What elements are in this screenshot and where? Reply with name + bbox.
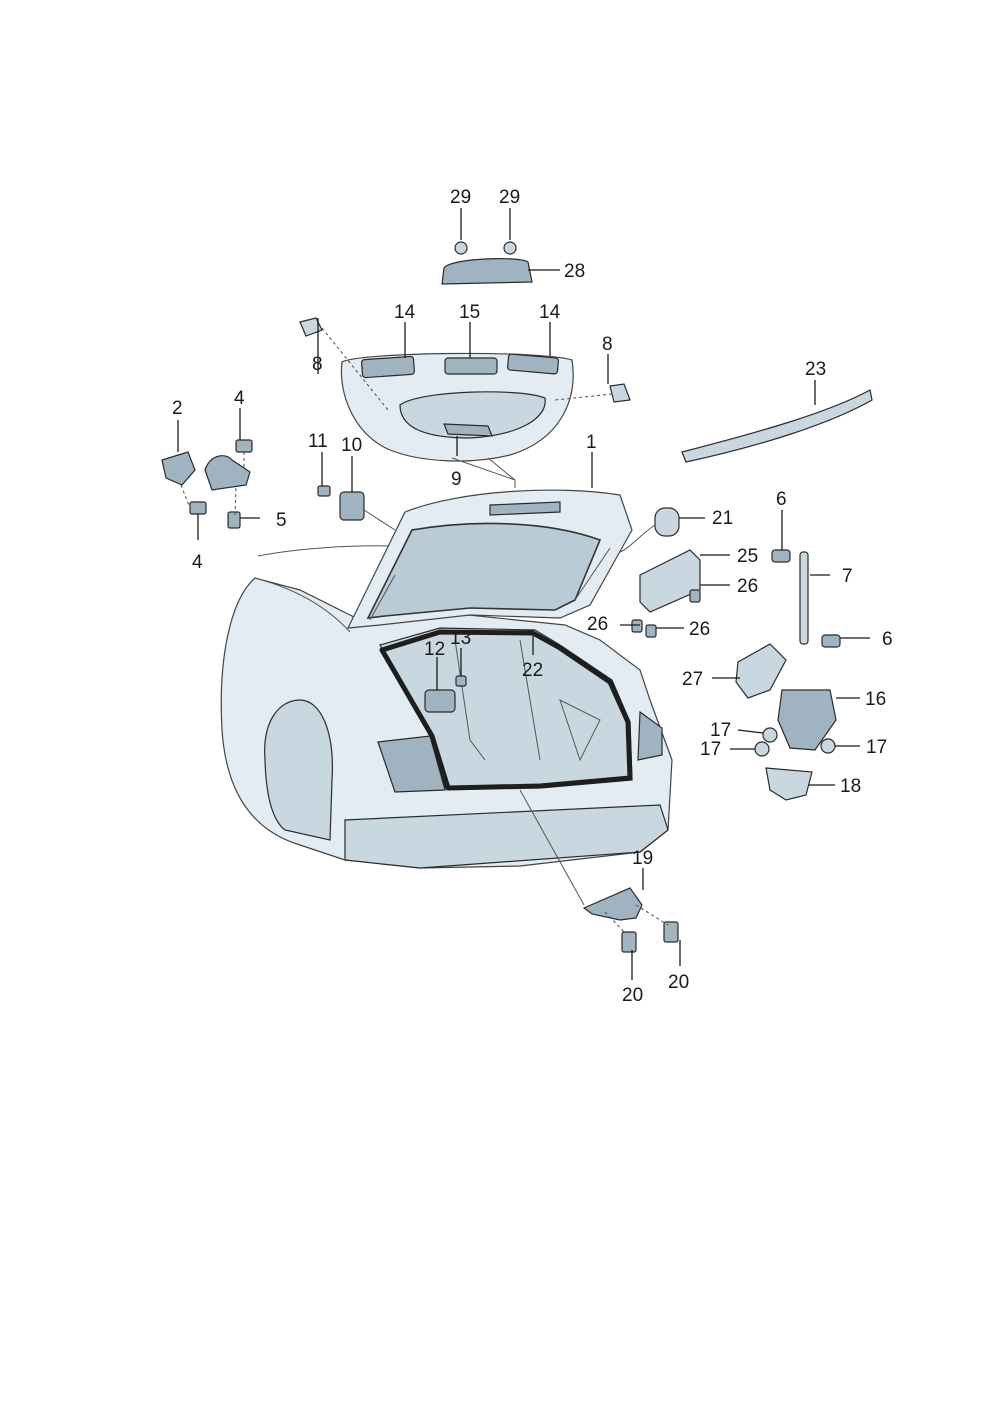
car-roof-line [257,545,396,557]
callout-17-c: 17 [866,737,887,758]
brake-light-assembly [441,241,533,285]
callout-13: 13 [450,628,471,649]
callout-28: 28 [564,261,585,282]
car-wheel-arch [264,699,333,841]
grommet-10 [339,491,365,521]
callout-8-left: 8 [312,354,323,375]
callout-26-c: 26 [689,619,710,640]
callout-26-b: 26 [587,614,608,635]
cover-18 [765,767,813,801]
callout-15: 15 [459,302,480,323]
screw-26-a [689,589,701,603]
screw-26-c [645,624,657,638]
tailgate-handle-strip [489,501,561,516]
callout-21: 21 [712,508,733,529]
lock-16 [777,689,837,751]
interior-trim-panel [340,352,574,488]
bracket-27 [735,643,787,699]
clip-8-left [299,317,323,337]
car-rear-bumper [344,804,669,869]
tailgate-strut-right [574,547,611,601]
callout-27: 27 [682,669,703,690]
boot-inner-panel [454,639,601,762]
grab-handle [443,423,493,437]
trim-lamp-center [444,357,498,375]
trim-lamp-left [361,355,415,379]
callout-10: 10 [341,435,362,456]
callout-22: 22 [522,660,543,681]
hinge-assembly [161,439,253,529]
hinge-left [161,451,196,486]
callout-23: 23 [805,359,826,380]
bolt-20-left [621,931,637,953]
switch-12 [424,689,456,713]
callout-6-top: 6 [776,489,787,510]
clip-8-right [609,383,631,403]
striker-19 [582,887,643,921]
callout-14-right: 14 [539,302,561,323]
callout-25: 25 [737,546,758,567]
tailgate-window [366,522,602,619]
callout-17-a: 17 [710,720,731,741]
bolt-20-right [663,921,679,943]
tailgate [346,489,633,629]
callout-20-left: 20 [622,985,643,1006]
callout-16: 16 [865,689,886,710]
trim-connector-lines [451,457,516,488]
spoiler-strip [681,389,873,463]
bolt-4-bottom [189,501,207,515]
callout-11: 11 [308,431,328,452]
callout-19: 19 [632,848,653,869]
callout-29-left: 29 [450,187,471,208]
tailgate-strut-left [369,574,396,621]
gas-strut-7 [799,551,809,645]
screw-13 [455,675,467,687]
leader-lines [177,208,870,980]
nut-29-left [454,241,468,255]
small-parts [299,317,841,953]
cap-17-c [820,738,836,754]
high-mount-brake-light [441,258,533,285]
callout-5: 5 [276,510,287,531]
callout-4-top: 4 [234,388,245,409]
callout-9: 9 [451,469,462,490]
buffer-21 [654,507,680,537]
tail-light-right [637,710,663,761]
screw-11 [317,485,331,497]
bolt-4-top [235,439,253,453]
callout-6-bottom: 6 [882,629,893,650]
callout-4-bottom: 4 [192,552,203,573]
callout-29-right: 29 [499,187,520,208]
control-unit-25 [639,549,701,613]
tail-light-left [377,735,446,793]
bolt-5 [227,511,241,529]
callout-18: 18 [840,776,861,797]
ball-stud-6-top [771,549,791,563]
trim-lamp-right [507,353,559,375]
car-c-pillar [254,577,351,633]
callout-1: 1 [586,432,597,453]
callout-12: 12 [424,639,445,660]
cap-17-a [762,727,778,743]
hinge-dash-lines [180,452,245,516]
car-body [220,545,673,869]
ball-stud-6-bottom [821,634,841,648]
callout-labels: 29 29 28 14 15 14 8 8 23 2 4 4 5 11 10 9… [172,187,893,1006]
trim-recess [399,391,546,439]
callout-20-right: 20 [668,972,689,993]
callout-14-left: 14 [394,302,416,323]
callout-26-a: 26 [737,576,758,597]
callout-7: 7 [842,566,853,587]
callout-2: 2 [172,398,183,419]
screw-26-b [631,619,643,633]
nut-29-right [503,241,517,255]
hinge-right [204,455,251,491]
boot-seal [379,629,633,791]
callout-8-right: 8 [602,334,613,355]
callout-17-b: 17 [700,739,721,760]
cap-17-b [754,741,770,757]
